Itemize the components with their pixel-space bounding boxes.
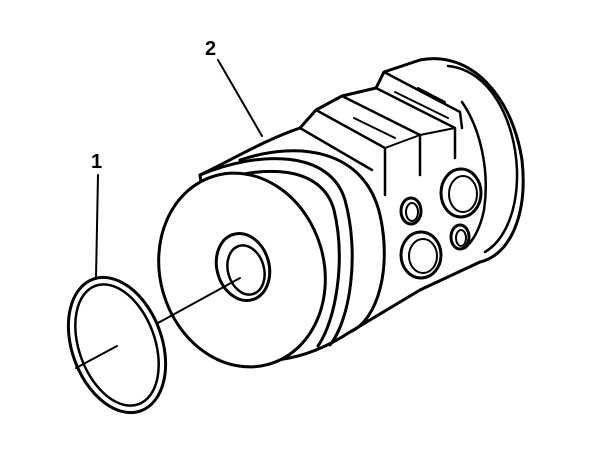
leader-line-2 bbox=[217, 59, 263, 137]
callout-label-1: 1 bbox=[91, 151, 102, 173]
groove-band-inner bbox=[203, 169, 341, 348]
land-ridge-5 bbox=[382, 70, 464, 130]
seal-ring-inner bbox=[74, 283, 160, 407]
assembly-centerline-left bbox=[75, 345, 118, 369]
rear-end-inner-contour bbox=[460, 100, 487, 250]
land-ridge-2 bbox=[298, 126, 374, 172]
land-step-2 bbox=[419, 127, 456, 136]
rear-end-contour bbox=[446, 64, 519, 254]
seal-ring bbox=[66, 275, 168, 415]
port-hole-large-upper-inner bbox=[448, 175, 478, 213]
groove-band-back bbox=[238, 149, 386, 334]
callout-label-2: 2 bbox=[205, 38, 216, 60]
piston-body bbox=[157, 57, 525, 369]
center-bore-inner bbox=[226, 244, 266, 296]
assembly-centerline-right bbox=[157, 277, 241, 324]
land-shading-3 bbox=[417, 87, 446, 103]
land-shading-1 bbox=[353, 117, 396, 139]
seal-ring-outer bbox=[66, 275, 168, 415]
port-hole-small-right-inner bbox=[455, 229, 467, 247]
port-hole-large-lower-inner bbox=[408, 238, 438, 274]
land-shading-2 bbox=[394, 91, 449, 119]
land-step-1 bbox=[384, 134, 421, 149]
port-hole-small-left-inner bbox=[405, 202, 419, 222]
groove-band-outer bbox=[198, 157, 354, 347]
leader-line-1 bbox=[95, 174, 99, 279]
